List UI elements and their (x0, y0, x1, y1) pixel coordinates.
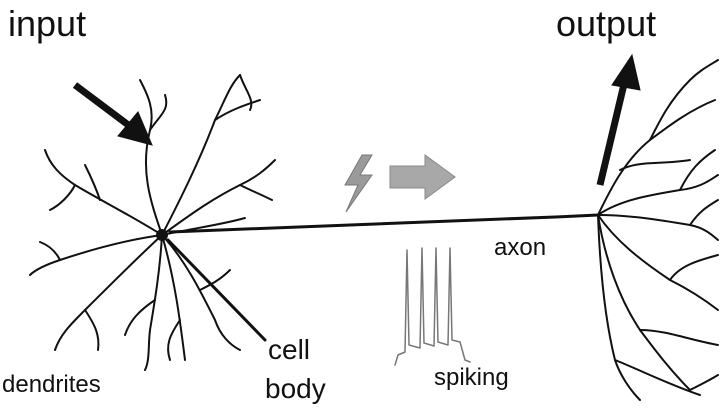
cell-body-pointer (166, 238, 267, 342)
cell-body-label-line2: body (265, 373, 326, 404)
spiking-label: spiking (434, 364, 509, 391)
axon-label: axon (494, 234, 547, 261)
lightning-icon (344, 154, 373, 213)
cell-body (156, 229, 168, 241)
output-arrow (596, 53, 641, 186)
output-label: output (556, 3, 657, 44)
dendrites (29, 74, 276, 371)
cell-body-label-line1: cell (268, 334, 311, 365)
axon-line (168, 213, 600, 234)
axon-terminals (597, 59, 719, 401)
input-arrow (72, 82, 153, 146)
dendrites-label: dendrites (2, 371, 101, 398)
input-label: input (8, 3, 87, 44)
signal-arrow-icon (389, 154, 456, 200)
spike-train (394, 247, 471, 366)
